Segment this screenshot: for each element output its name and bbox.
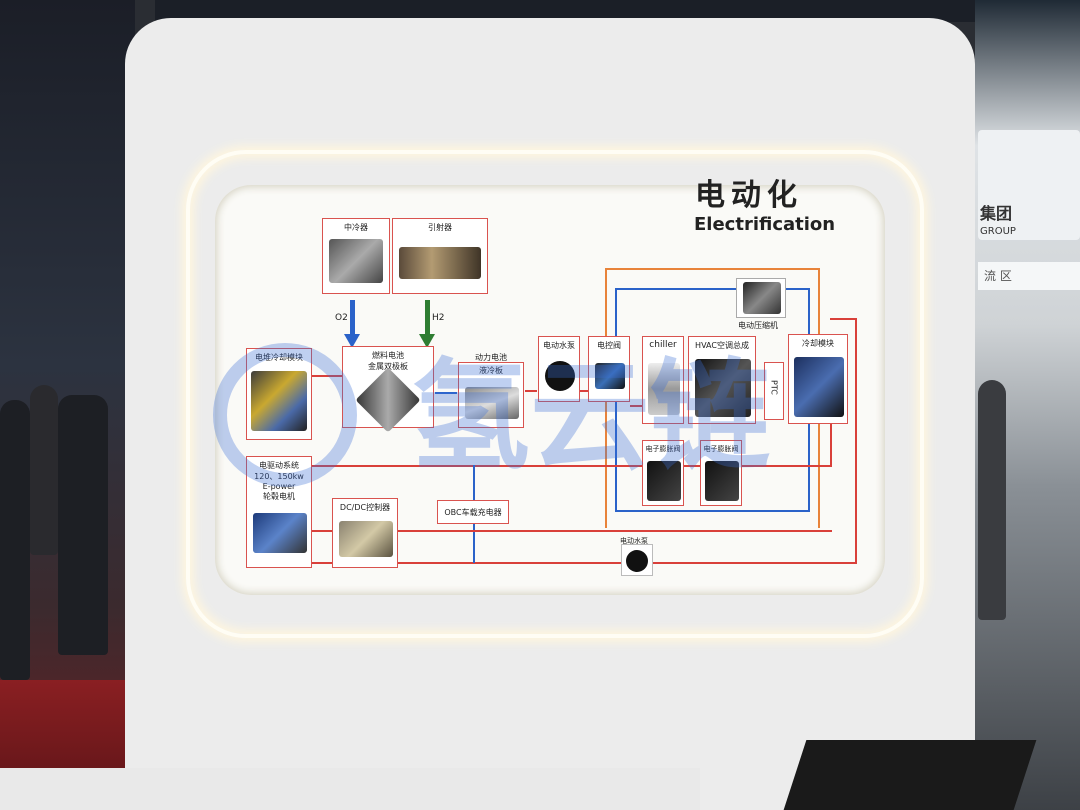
compressor-box xyxy=(736,278,786,318)
right-sign-text-3: 流 区 xyxy=(984,269,1012,283)
board-title-cn: 电动化 xyxy=(695,178,803,213)
fuel-cell-box: 燃料电池 金属双极板 xyxy=(342,346,434,433)
right-sign-text-2: GROUP xyxy=(980,226,1016,237)
visitor-silhouette xyxy=(978,380,1006,620)
wire xyxy=(312,375,342,377)
water-pump-1-image xyxy=(545,361,575,391)
control-valve-label: 电控阀 xyxy=(597,341,621,350)
ptc-box: PTC xyxy=(764,362,784,420)
wire xyxy=(312,562,857,564)
o2-arrow-head xyxy=(344,334,360,348)
obc-label: OBC车载充电器 xyxy=(444,508,502,517)
control-valve-image xyxy=(595,363,625,389)
power-battery-label: 动力电池 xyxy=(475,353,507,362)
ejector-box: 引射器 xyxy=(392,218,488,294)
cooling-module-image xyxy=(794,357,844,417)
compressor-image xyxy=(743,282,781,314)
ejector-label: 引射器 xyxy=(428,223,452,232)
wire xyxy=(630,405,642,407)
edrive-label-3: E-power xyxy=(262,482,296,491)
water-pump-1-label: 电动水泵 xyxy=(543,341,575,350)
stack-cooling-box: 电堆冷却模块 xyxy=(246,348,312,440)
right-signboard-2: 流 区 xyxy=(978,262,1080,290)
chiller-box: chiller xyxy=(642,336,684,424)
wire xyxy=(615,288,810,290)
o2-arrow-shaft xyxy=(350,300,355,335)
edrive-label-2: 120、150kw xyxy=(254,472,304,481)
fuel-cell-label: 燃料电池 xyxy=(372,351,404,360)
h2-arrow-head xyxy=(419,334,435,348)
wire xyxy=(312,465,832,467)
control-valve-box: 电控阀 xyxy=(588,336,630,402)
dcdc-box: DC/DC控制器 xyxy=(332,498,398,568)
board-title-en: Electrification xyxy=(694,214,836,235)
expansion-valve-2-label: 电子膨胀阀 xyxy=(703,445,739,453)
wire xyxy=(830,318,856,320)
foreground-black-crate xyxy=(783,740,1037,810)
visitor-silhouette xyxy=(30,385,58,555)
stack-cooling-image xyxy=(251,371,307,431)
o2-label: O2 xyxy=(335,313,348,323)
wire xyxy=(525,390,537,392)
water-pump-2-image xyxy=(626,550,648,572)
hvac-label: HVAC空调总成 xyxy=(695,341,749,350)
wire xyxy=(435,392,457,394)
h2-label: H2 xyxy=(432,313,445,323)
visitor-silhouette xyxy=(58,395,108,655)
ejector-image xyxy=(399,247,481,279)
cooling-module-box: 冷却模块 xyxy=(788,334,848,424)
hvac-box: HVAC空调总成 xyxy=(688,336,756,424)
bipolar-plate-label: 金属双极板 xyxy=(368,362,408,371)
stack-cooling-label: 电堆冷却模块 xyxy=(255,353,303,362)
intercooler-image xyxy=(329,239,383,283)
cold-plate-label: 液冷板 xyxy=(479,366,503,375)
ptc-label: PTC xyxy=(769,380,779,395)
ceiling xyxy=(155,0,975,22)
water-pump-2-box xyxy=(621,544,653,576)
edrive-label-1: 电驱动系统 xyxy=(259,461,299,470)
compressor-label: 电动压缩机 xyxy=(738,321,778,330)
wire xyxy=(855,318,857,563)
intercooler-box: 中冷器 xyxy=(322,218,390,294)
wire xyxy=(605,268,820,270)
intercooler-label: 中冷器 xyxy=(344,223,368,232)
right-signboard: 集团 GROUP xyxy=(978,130,1080,240)
visitor-silhouette xyxy=(0,400,30,680)
expansion-valve-1-label: 电子膨胀阀 xyxy=(645,445,681,453)
right-sign-text-1: 集团 xyxy=(980,204,1013,223)
cooling-module-label: 冷却模块 xyxy=(802,339,834,348)
power-battery-box: 动力电池 液冷板 xyxy=(458,353,524,428)
edrive-box: 电驱动系统 120、150kw E-power 轮毂电机 xyxy=(246,456,312,568)
wire xyxy=(580,390,588,392)
edrive-image xyxy=(253,513,307,553)
led-glow-frame xyxy=(186,150,924,638)
wire xyxy=(312,530,832,532)
cold-plate-image xyxy=(465,387,519,419)
wire xyxy=(615,510,810,512)
water-pump-2-label: 电动水泵 xyxy=(620,537,648,545)
obc-box: OBC车载充电器 xyxy=(437,500,509,524)
expansion-valve-2-image xyxy=(705,461,739,501)
expansion-valve-1-box: 电子膨胀阀 xyxy=(642,440,684,506)
chiller-label: chiller xyxy=(649,340,677,350)
foreground-counter xyxy=(0,768,700,810)
dcdc-label: DC/DC控制器 xyxy=(339,503,391,512)
hvac-image xyxy=(695,359,751,417)
wire xyxy=(830,418,832,466)
expansion-valve-2-box: 电子膨胀阀 xyxy=(700,440,742,506)
expansion-valve-1-image xyxy=(647,461,681,501)
h2-arrow-shaft xyxy=(425,300,430,335)
bipolar-plate-image xyxy=(355,367,421,433)
dcdc-image xyxy=(339,521,393,557)
water-pump-1-box: 电动水泵 xyxy=(538,336,580,402)
chiller-image xyxy=(648,363,680,415)
edrive-label-4: 轮毂电机 xyxy=(263,492,295,501)
